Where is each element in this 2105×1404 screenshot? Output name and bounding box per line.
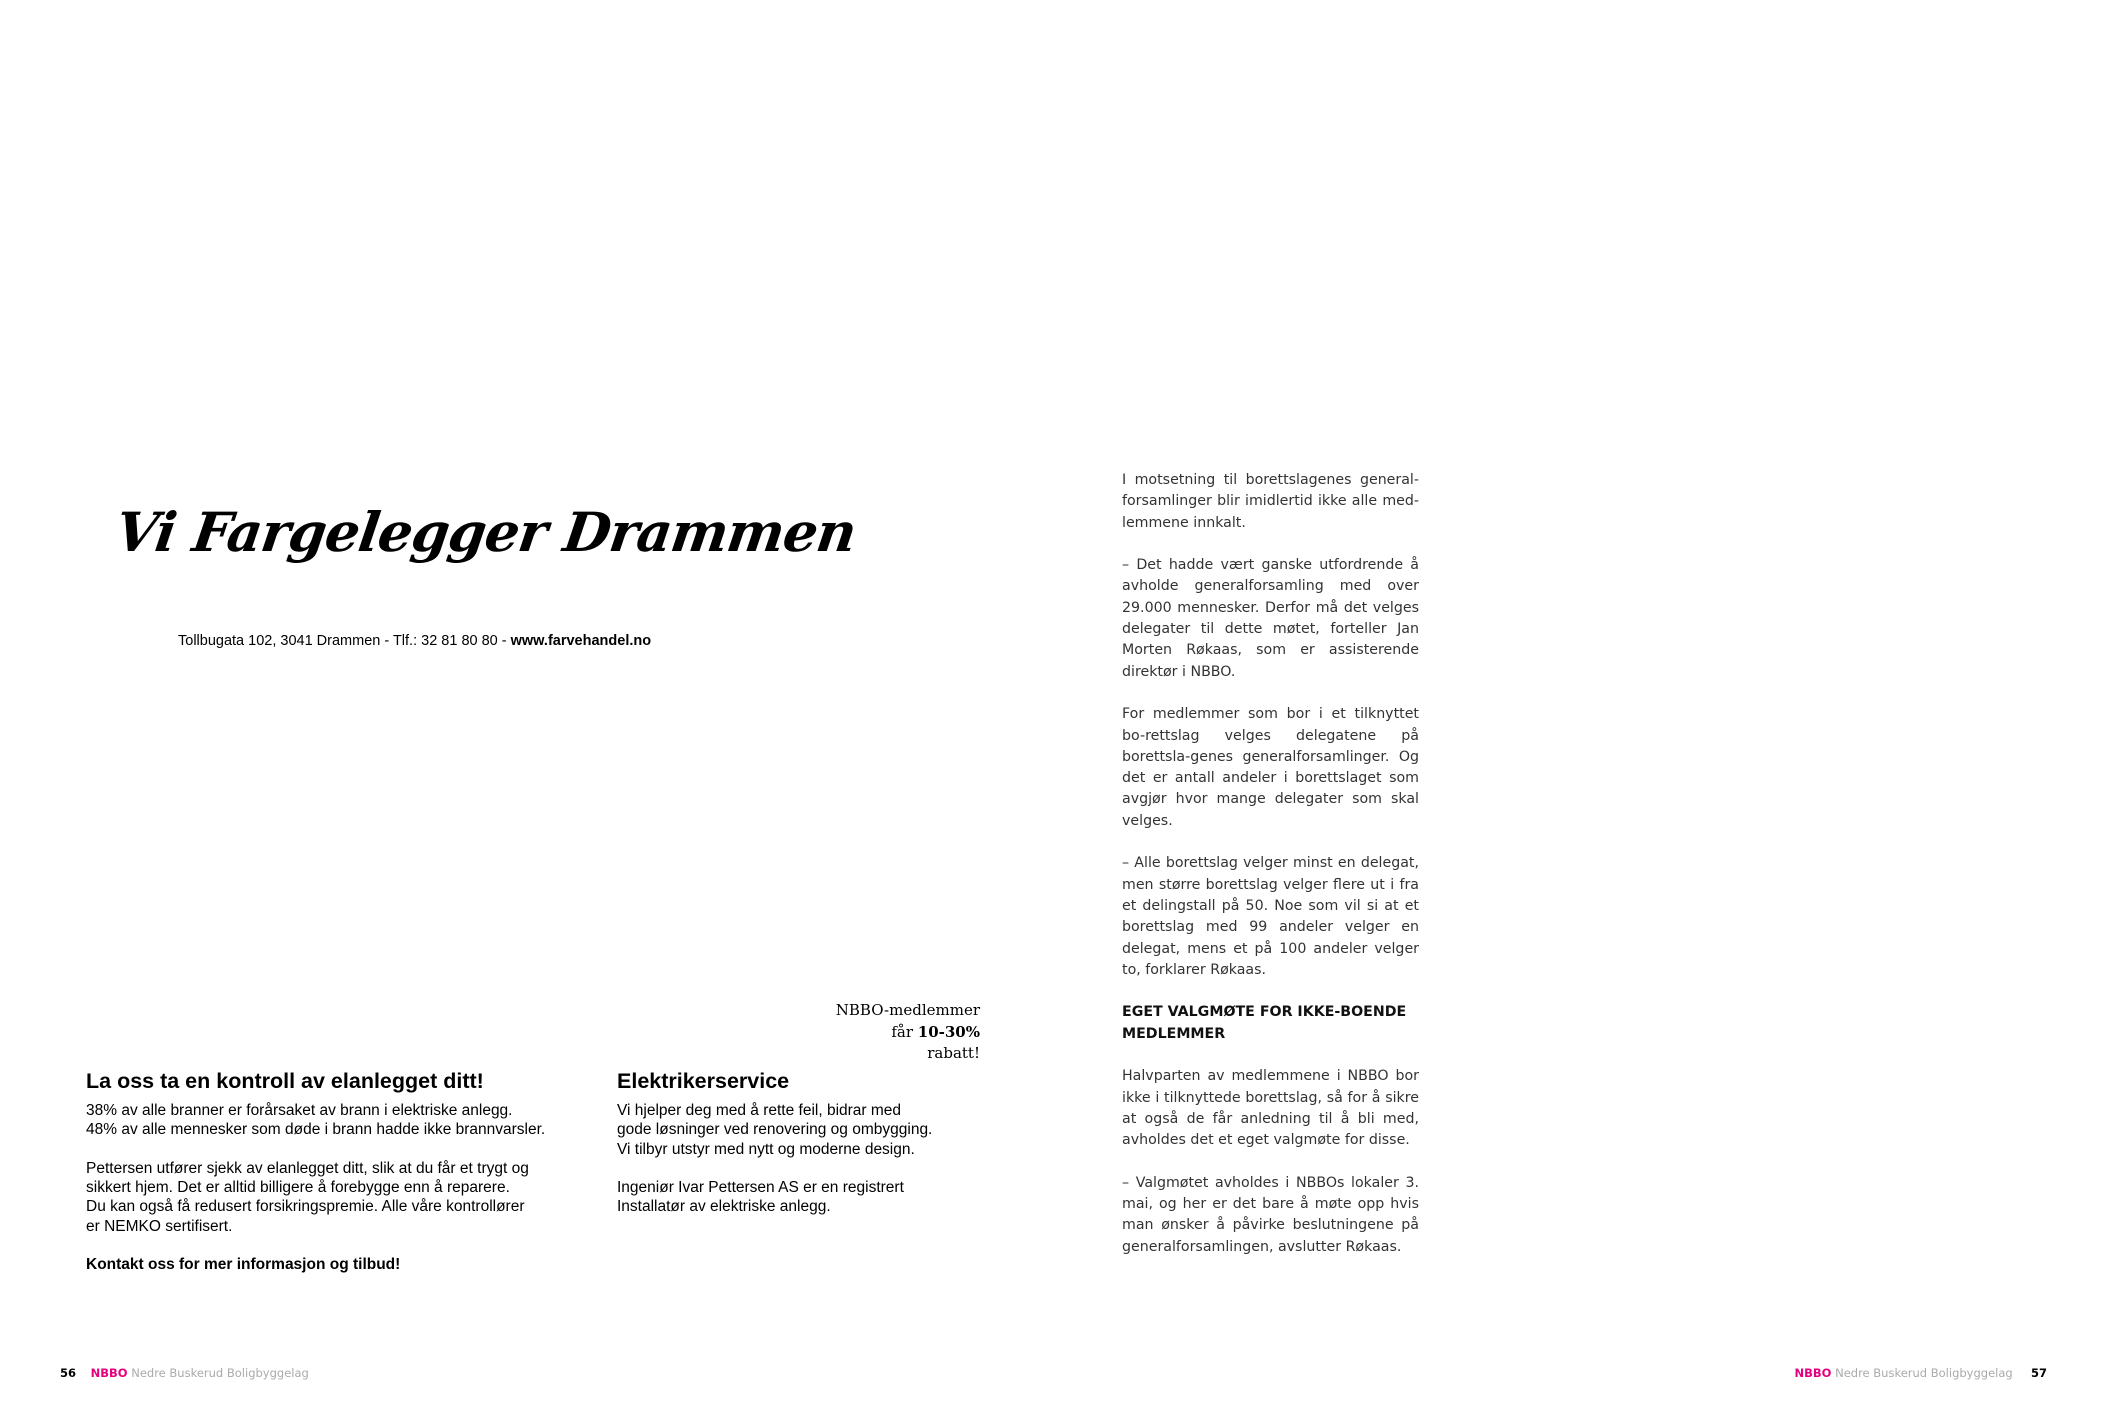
ad-line: sikkert hjem. Det er alltid billigere å … [86, 1179, 510, 1197]
ad-control-body: 38% av alle branner er forårsaket av bra… [86, 1101, 545, 1294]
article-paragraph: Halvparten av medlemmene i NBBO bor ikke… [1122, 1068, 1419, 1149]
page-number: 57 [2030, 1366, 2047, 1380]
article-paragraph: – Alle borettslag velger minst en delega… [1122, 855, 1419, 978]
discount-percent: 10-30% [917, 1022, 980, 1041]
ad-line: er NEMKO sertifisert. [86, 1217, 233, 1235]
discount-line3: rabatt! [927, 1044, 980, 1062]
footer-brand: NBBO [1794, 1366, 1832, 1380]
ad-address: Tollbugata 102, 3041 Drammen - Tlf.: 32 … [178, 633, 651, 649]
article-subheading: EGET VALGMØTE FOR IKKE-BOENDE MEDLEMMER [1122, 1004, 1407, 1042]
ad-line: 38% av alle branner er forårsaket av bra… [86, 1102, 513, 1119]
footer-org: Nedre Buskerud Boligbyggelag [127, 1366, 309, 1380]
article-paragraph: For medlemmer som bor i et tilknyttet bo… [1122, 706, 1419, 829]
ad-service-para: Vi hjelper deg med å rette feil, bidrar … [617, 1101, 932, 1159]
ad-service-heading: Elektrikerservice [617, 1069, 790, 1093]
ad-cta-text: Kontakt oss for mer informasjon og tilbu… [86, 1256, 401, 1274]
ad-line: gode løsninger ved renovering og ombyggi… [617, 1121, 933, 1139]
ad-line: Vi hjelper deg med å rette feil, bidrar … [617, 1102, 902, 1119]
ad-line: Du kan også få redusert forsikringspremi… [86, 1198, 525, 1216]
footer-org: Nedre Buskerud Boligbyggelag [1835, 1366, 2017, 1380]
ad-line: Installatør av elektriske anlegg. [617, 1198, 831, 1216]
ad-control-para: Pettersen utfører sjekk av elanlegget di… [86, 1159, 545, 1236]
ad-website-link[interactable]: www.farvehandel.no [510, 633, 652, 649]
ad-service-body: Vi hjelper deg med å rette feil, bidrar … [617, 1101, 932, 1236]
ad-control-para: 38% av alle branner er forårsaket av bra… [86, 1101, 545, 1140]
ad-control-heading: La oss ta en kontroll av elanlegget ditt… [86, 1069, 484, 1093]
article-paragraph: – Valgmøtet avholdes i NBBOs lokaler 3. … [1122, 1174, 1419, 1255]
footer-right: NBBO Nedre Buskerud Boligbyggelag 57 [1795, 1366, 2047, 1380]
ad-service-para: Ingeniør Ivar Pettersen AS er en registr… [617, 1178, 932, 1217]
article-column: I motsetning til borettslagenes general-… [1122, 470, 1419, 1279]
discount-line1: NBBO-medlemmer [835, 1001, 980, 1019]
article-paragraph: I motsetning til borettslagenes general-… [1122, 472, 1419, 531]
ad-line: Pettersen utfører sjekk av elanlegget di… [86, 1159, 529, 1177]
discount-line2: får 10-30% [700, 1022, 980, 1044]
ad-logo-script-title: Vi Fargelegger Drammen [111, 500, 860, 564]
footer-brand: NBBO [90, 1366, 128, 1380]
footer-left: 56 NBBO Nedre Buskerud Boligbyggelag [60, 1366, 309, 1380]
ad-address-text: Tollbugata 102, 3041 Drammen - Tlf.: 32 … [178, 633, 511, 649]
ad-line: Vi tilbyr utstyr med nytt og moderne des… [617, 1140, 915, 1158]
ad-line: 48% av alle mennesker som døde i brann h… [86, 1121, 546, 1139]
ad-control-cta: Kontakt oss for mer informasjon og tilbu… [86, 1255, 545, 1274]
article-paragraph: – Det hadde vært ganske utfordrende å av… [1122, 557, 1419, 680]
ad-line: Ingeniør Ivar Pettersen AS er en registr… [617, 1179, 904, 1197]
page-number: 56 [60, 1366, 77, 1380]
discount-note: NBBO-medlemmer får 10-30% rabatt! [700, 1000, 980, 1065]
discount-prefix: får [891, 1022, 918, 1041]
